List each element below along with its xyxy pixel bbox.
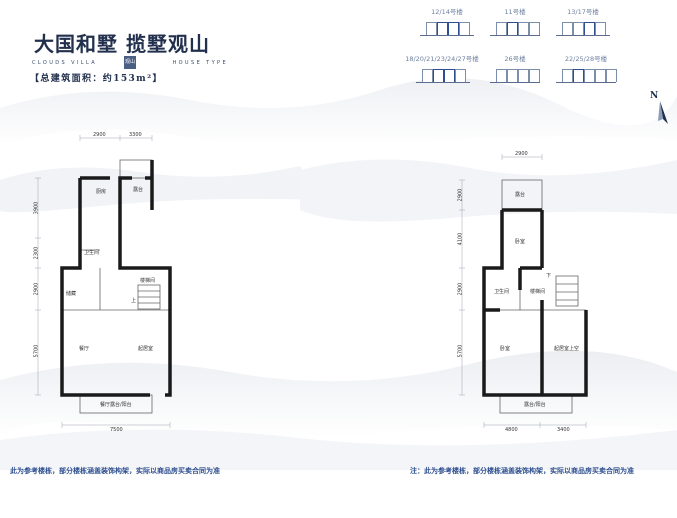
building-label: 26号楼	[504, 55, 526, 63]
compass-letter: N	[650, 91, 659, 101]
disclaimer-left: 此为参考楼栋，部分楼栋涵盖装饰构架，实际以商品房买卖合同为准	[10, 467, 220, 475]
building-label: 11号楼	[504, 8, 526, 16]
building-thumbnail	[556, 64, 617, 83]
building-thumbnail	[490, 64, 540, 83]
building-key-13-17: 13/17号楼	[556, 6, 610, 36]
building-label: 22/25/28号楼	[564, 55, 608, 63]
disclaimer-right: 注：此为参考楼栋，部分楼栋涵盖装饰构架，实际以商品房买卖合同为准	[410, 467, 634, 475]
north-compass: N	[650, 91, 672, 127]
compass-arrow-icon	[658, 101, 668, 124]
building-label: 18/20/21/23/24/27号楼	[405, 55, 479, 63]
total-area-label: 【总建筑面积：约153m²】	[30, 74, 163, 84]
building-key-26: 26号楼	[490, 53, 540, 83]
building-thumbnail	[490, 17, 540, 36]
subtitle-right: HOUSE TYPE	[172, 60, 228, 66]
building-key-18-27: 18/20/21/23/24/27号楼	[400, 53, 484, 83]
building-thumbnail	[556, 17, 610, 36]
brand-logo: 观山	[124, 56, 136, 69]
subtitle-left: CLOUDS VILLA	[32, 60, 98, 66]
page-title: 大国和墅 揽墅观山	[34, 32, 210, 56]
building-key-22-28: 22/25/28号楼	[556, 53, 617, 83]
building-key-11: 11号楼	[490, 6, 540, 36]
building-key-12-14: 12/14号楼	[420, 6, 474, 36]
building-label: 12/14号楼	[431, 8, 463, 16]
building-thumbnail	[416, 64, 470, 83]
subtitle-band: CLOUDS VILLA 观山 HOUSE TYPE	[32, 56, 228, 70]
building-label: 13/17号楼	[567, 8, 599, 16]
building-thumbnail	[420, 17, 474, 36]
